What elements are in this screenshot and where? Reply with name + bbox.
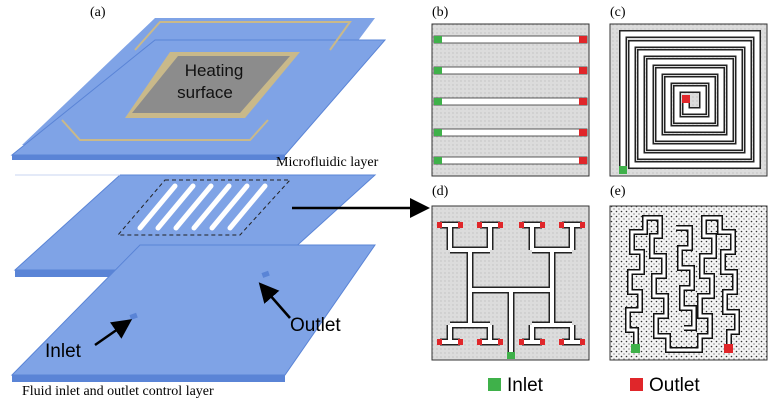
microchannels	[137, 183, 268, 231]
exploded-layer-stack: Heating surface	[10, 5, 387, 399]
microfluidic-layer-label: Microfluidic layer	[276, 155, 379, 170]
outlet-callout-label: Outlet	[290, 315, 341, 336]
legend-inlet-label: Inlet	[507, 375, 544, 396]
panel-d-label: (d)	[432, 184, 449, 199]
heating-surface-label-line1: Heating	[185, 61, 244, 80]
legend-outlet-swatch	[630, 378, 643, 391]
panel-e-label: (e)	[610, 184, 626, 199]
panel-c-spiral-channel: (c)	[609, 5, 768, 177]
channel-region-outline	[116, 179, 292, 236]
heating-surface-label-line2: surface	[177, 83, 233, 102]
legend-outlet-label: Outlet	[649, 375, 700, 396]
inlet-arrow	[94, 319, 133, 347]
panel-e-tortuous-channels: (e)	[609, 184, 768, 361]
panel-a-label: (a)	[90, 5, 106, 20]
panel-b-label: (b)	[432, 5, 449, 20]
panel-b-parallel-channels: (b)	[431, 5, 590, 177]
outlet-arrow	[258, 282, 291, 319]
panel-c-label: (c)	[610, 5, 626, 20]
control-layer-label: Fluid inlet and outlet control layer	[22, 384, 214, 399]
heating-surface	[132, 56, 290, 113]
inlet-port	[129, 312, 138, 320]
legend-inlet-swatch	[488, 378, 501, 391]
panel-d-branching-channels: (d)	[431, 184, 590, 361]
legend: Inlet Outlet	[488, 375, 700, 396]
inlet-callout-label: Inlet	[45, 341, 82, 362]
heating-layer: Heating surface	[10, 18, 387, 160]
control-layer	[10, 244, 376, 382]
outlet-port	[261, 270, 270, 278]
